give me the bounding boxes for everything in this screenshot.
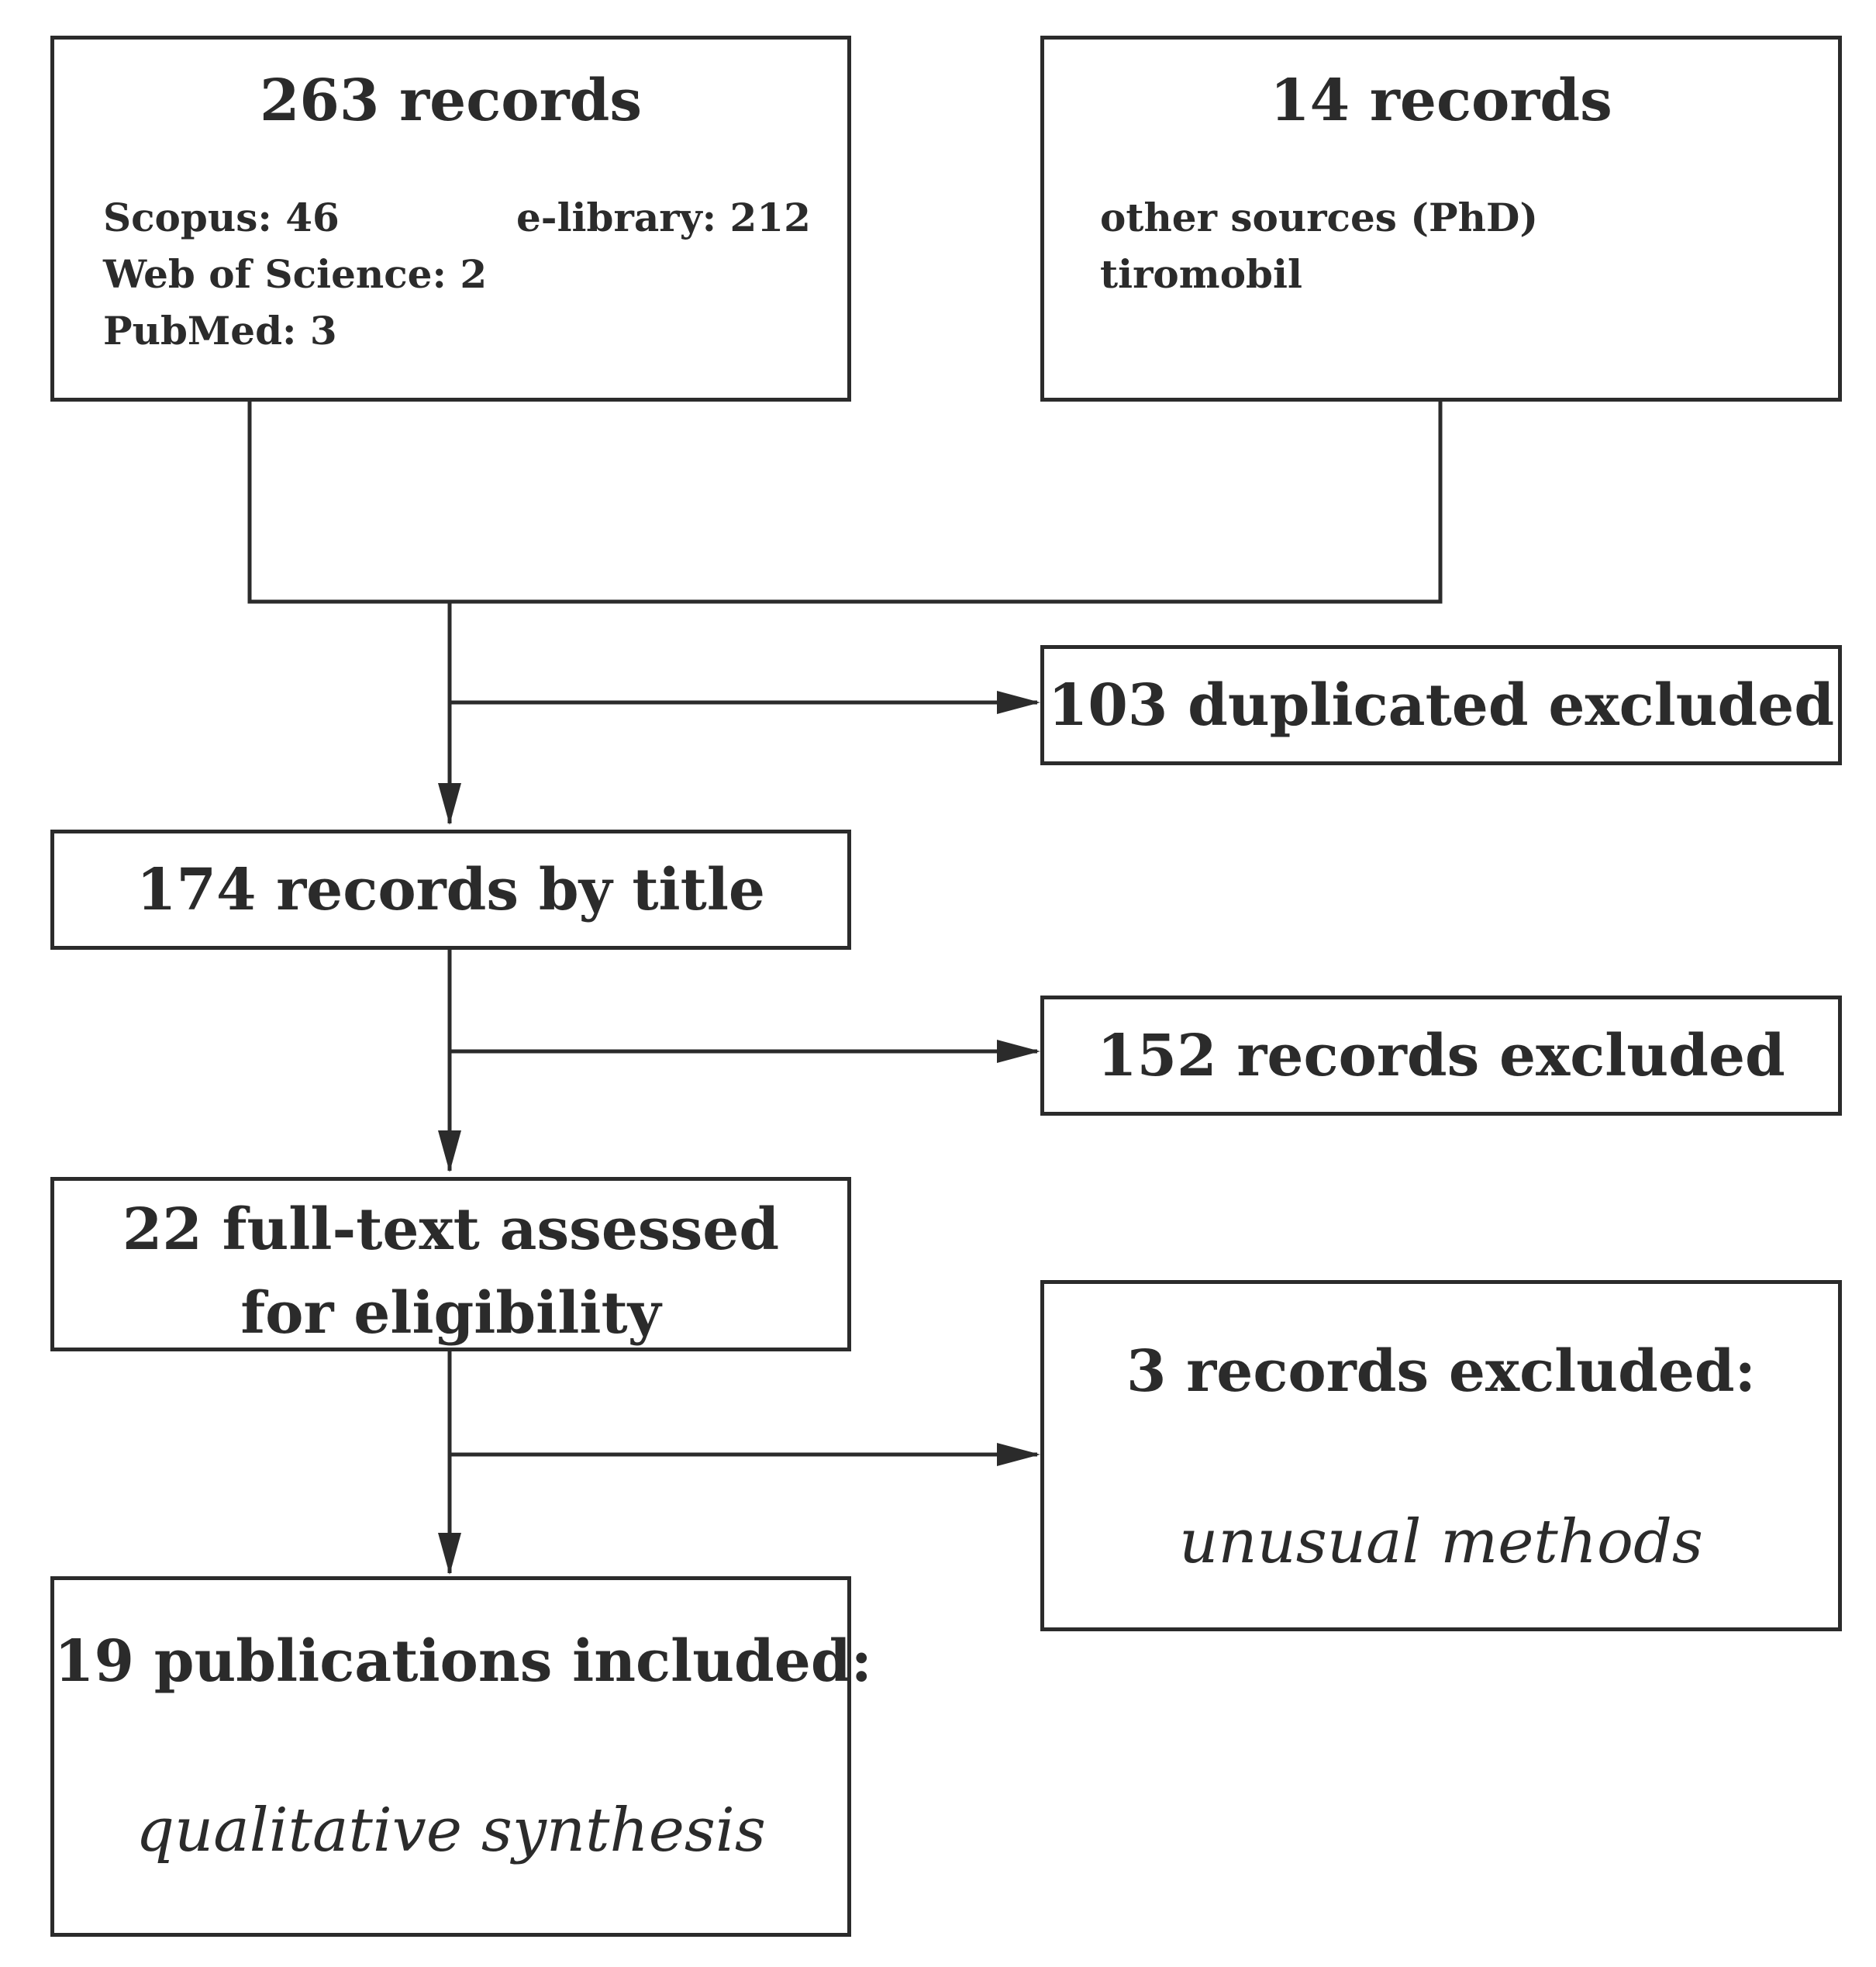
full-text-excluded-title: 3 records excluded:	[1126, 1338, 1756, 1405]
records-by-title-text: 174 records by title	[136, 857, 766, 923]
other-sources-label: other sources (PhD)	[1100, 195, 1538, 240]
full-text-excluded-box: 3 records excluded: unusual methods	[1040, 1280, 1842, 1631]
arrowhead-right-full-text-excluded	[997, 1443, 1040, 1466]
full-text-assessed-box: 22 full-text assessed for eligibility	[50, 1177, 851, 1351]
records-by-title-box: 174 records by title	[50, 830, 851, 950]
elibrary-count: e-library: 212	[516, 195, 811, 240]
full-text-excluded-reason: unusual methods	[1179, 1507, 1703, 1577]
publications-included-note: qualitative synthesis	[136, 1796, 766, 1865]
scopus-count: Scopus: 46	[103, 195, 340, 240]
merge-connector	[247, 402, 1443, 604]
arrowhead-right-duplicates	[997, 691, 1040, 714]
duplicates-excluded-text: 103 duplicated excluded	[1047, 672, 1835, 739]
database-records-title: 263 records	[259, 67, 643, 134]
title-excluded-box: 152 records excluded	[1040, 996, 1842, 1116]
web-of-science-count: Web of Science: 2	[103, 251, 488, 297]
duplicates-excluded-box: 103 duplicated excluded	[1040, 645, 1842, 765]
arrowhead-right-title-excluded	[997, 1040, 1040, 1063]
publications-included-box: 19 publications included: qualitative sy…	[50, 1576, 872, 1937]
pubmed-count: PubMed: 3	[103, 308, 337, 354]
publications-included-title: 19 publications included:	[54, 1628, 872, 1695]
other-records-title: 14 records	[1270, 67, 1612, 134]
tiromobil-label: tiromobil	[1100, 251, 1302, 297]
arrowhead-down-included	[438, 1533, 461, 1575]
full-text-assessed-line2: for eligibility	[240, 1280, 661, 1347]
title-excluded-text: 152 records excluded	[1097, 1023, 1785, 1089]
database-records-box: 263 records Scopus: 46 Web of Science: 2…	[50, 36, 851, 402]
arrowhead-down-by-title	[438, 783, 461, 825]
full-text-assessed-line1: 22 full-text assessed	[122, 1196, 780, 1263]
arrowhead-down-full-text	[438, 1130, 461, 1172]
other-records-box: 14 records other sources (PhD) tiromobil	[1040, 36, 1842, 402]
